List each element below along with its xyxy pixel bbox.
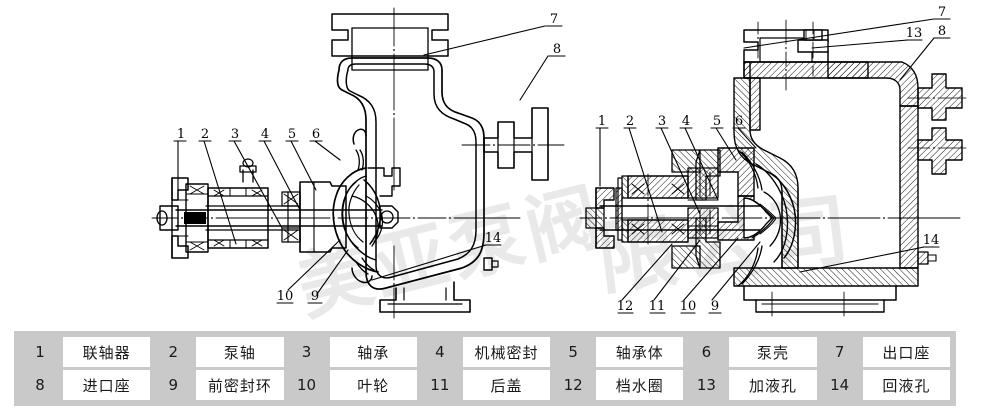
legend-name-3: 轴承 (329, 337, 417, 367)
parts-legend: 1 联轴器 2 泵轴 3 轴承 4 机械密封 5 轴承体 6 泵壳 7 出口座 … (14, 331, 956, 406)
legend-name-10: 叶轮 (329, 370, 417, 400)
left-bearing-body (299, 181, 347, 253)
right-callout-5: 5 (713, 114, 721, 129)
legend-name-5: 轴承体 (596, 337, 684, 367)
left-casing-top-boss (367, 167, 401, 197)
right-callout-13: 13 (906, 26, 923, 41)
right-base-foot (743, 285, 897, 301)
left-callout-7: 7 (550, 12, 558, 27)
right-callout-12: 12 (617, 299, 634, 314)
right-suction-flange (917, 127, 963, 175)
left-pump-body-inner (345, 63, 477, 279)
right-callout-1: 1 (598, 114, 606, 129)
left-bearing-support (185, 183, 209, 253)
table-row: 1 联轴器 2 泵轴 3 轴承 4 机械密封 5 轴承体 6 泵壳 7 出口座 (20, 337, 950, 367)
left-callout-9: 9 (311, 289, 319, 304)
right-callout-11: 11 (649, 299, 666, 314)
legend-name-4: 机械密封 (462, 337, 551, 367)
left-pump-shaft (175, 209, 383, 227)
legend-name-12: 档水圈 (596, 370, 684, 400)
legend-name-7: 出口座 (862, 337, 950, 367)
legend-name-8: 进口座 (63, 370, 151, 400)
right-callout-4: 4 (682, 114, 690, 129)
legend-num-2: 2 (153, 337, 194, 367)
legend-name-6: 泵壳 (729, 337, 817, 367)
legend-num-13: 13 (686, 370, 727, 400)
right-coupling-lower (595, 227, 615, 249)
left-suction-flange (483, 107, 549, 181)
legend-name-1: 联轴器 (63, 337, 151, 367)
right-callout-14: 14 (923, 233, 940, 248)
legend-name-2: 泵轴 (196, 337, 284, 367)
left-impeller-hub (379, 205, 399, 229)
right-coupling-upper (595, 187, 615, 209)
left-callout-1: 1 (177, 127, 185, 142)
legend-num-14: 14 (819, 370, 860, 400)
legend-num-10: 10 (286, 370, 327, 400)
legend-num-3: 3 (286, 337, 327, 367)
legend-num-8: 8 (20, 370, 60, 400)
right-bearing-housing (627, 175, 689, 199)
left-callout-4: 4 (261, 127, 269, 142)
legend-name-11: 后盖 (462, 370, 551, 400)
right-pump-drawing (579, 18, 967, 317)
right-return-hole-fitting (917, 251, 929, 265)
right-callout-numbers: 1 2 3 4 5 6 7 8 13 9 10 11 12 14 (598, 5, 946, 314)
parts-legend-table: 1 联轴器 2 泵轴 3 轴承 4 机械密封 5 轴承体 6 泵壳 7 出口座 … (17, 334, 953, 403)
legend-num-12: 12 (553, 370, 594, 400)
left-callout-6: 6 (312, 127, 320, 142)
left-callout-2: 2 (201, 127, 209, 142)
left-volute-outline (332, 167, 379, 273)
legend-num-9: 9 (153, 370, 194, 400)
left-return-hole-fitting (483, 257, 493, 271)
legend-num-11: 11 (419, 370, 460, 400)
left-callout-8: 8 (553, 42, 561, 57)
legend-num-6: 6 (686, 337, 727, 367)
right-callout-6: 6 (735, 114, 743, 129)
legend-num-7: 7 (819, 337, 860, 367)
right-callout-7: 7 (938, 5, 946, 20)
left-pump-body-outline (336, 57, 485, 290)
right-pump-shaft (599, 205, 761, 231)
pump-cross-section-drawings: 1 2 3 4 5 6 7 8 9 10 14 1 2 3 4 5 6 7 8 (151, 5, 967, 319)
right-callout-leaders (599, 18, 935, 301)
legend-name-9: 前密封环 (196, 370, 284, 400)
right-outer-casing-wall (899, 105, 919, 269)
left-callout-10: 10 (277, 289, 294, 304)
legend-name-13: 加液孔 (729, 370, 817, 400)
left-callout-3: 3 (231, 127, 239, 142)
right-callout-3: 3 (658, 114, 666, 129)
right-callout-9: 9 (711, 299, 719, 314)
table-row: 8 进口座 9 前密封环 10 叶轮 11 后盖 12 档水圈 13 加液孔 1… (20, 370, 950, 400)
legend-num-5: 5 (553, 337, 594, 367)
legend-num-4: 4 (419, 337, 460, 367)
left-pump-drawing (151, 7, 566, 319)
left-base-foot (379, 281, 471, 313)
technical-diagram-area: 1 2 3 4 5 6 7 8 9 10 14 1 2 3 4 5 6 7 8 (151, 5, 967, 319)
right-callout-8: 8 (938, 24, 946, 39)
legend-num-1: 1 (20, 337, 60, 367)
right-bearing-body (671, 245, 701, 269)
left-callout-numbers: 1 2 3 4 5 6 7 8 9 10 14 (177, 12, 561, 304)
left-callout-leaders (177, 25, 549, 295)
left-callout-5: 5 (288, 127, 296, 142)
right-water-deflector-ring (615, 187, 623, 231)
right-callout-10: 10 (680, 299, 697, 314)
legend-name-14: 回液孔 (862, 370, 950, 400)
left-callout-14: 14 (485, 231, 502, 246)
right-callout-2: 2 (626, 114, 634, 129)
left-top-flange (331, 13, 449, 57)
right-pump-casing (717, 147, 755, 197)
